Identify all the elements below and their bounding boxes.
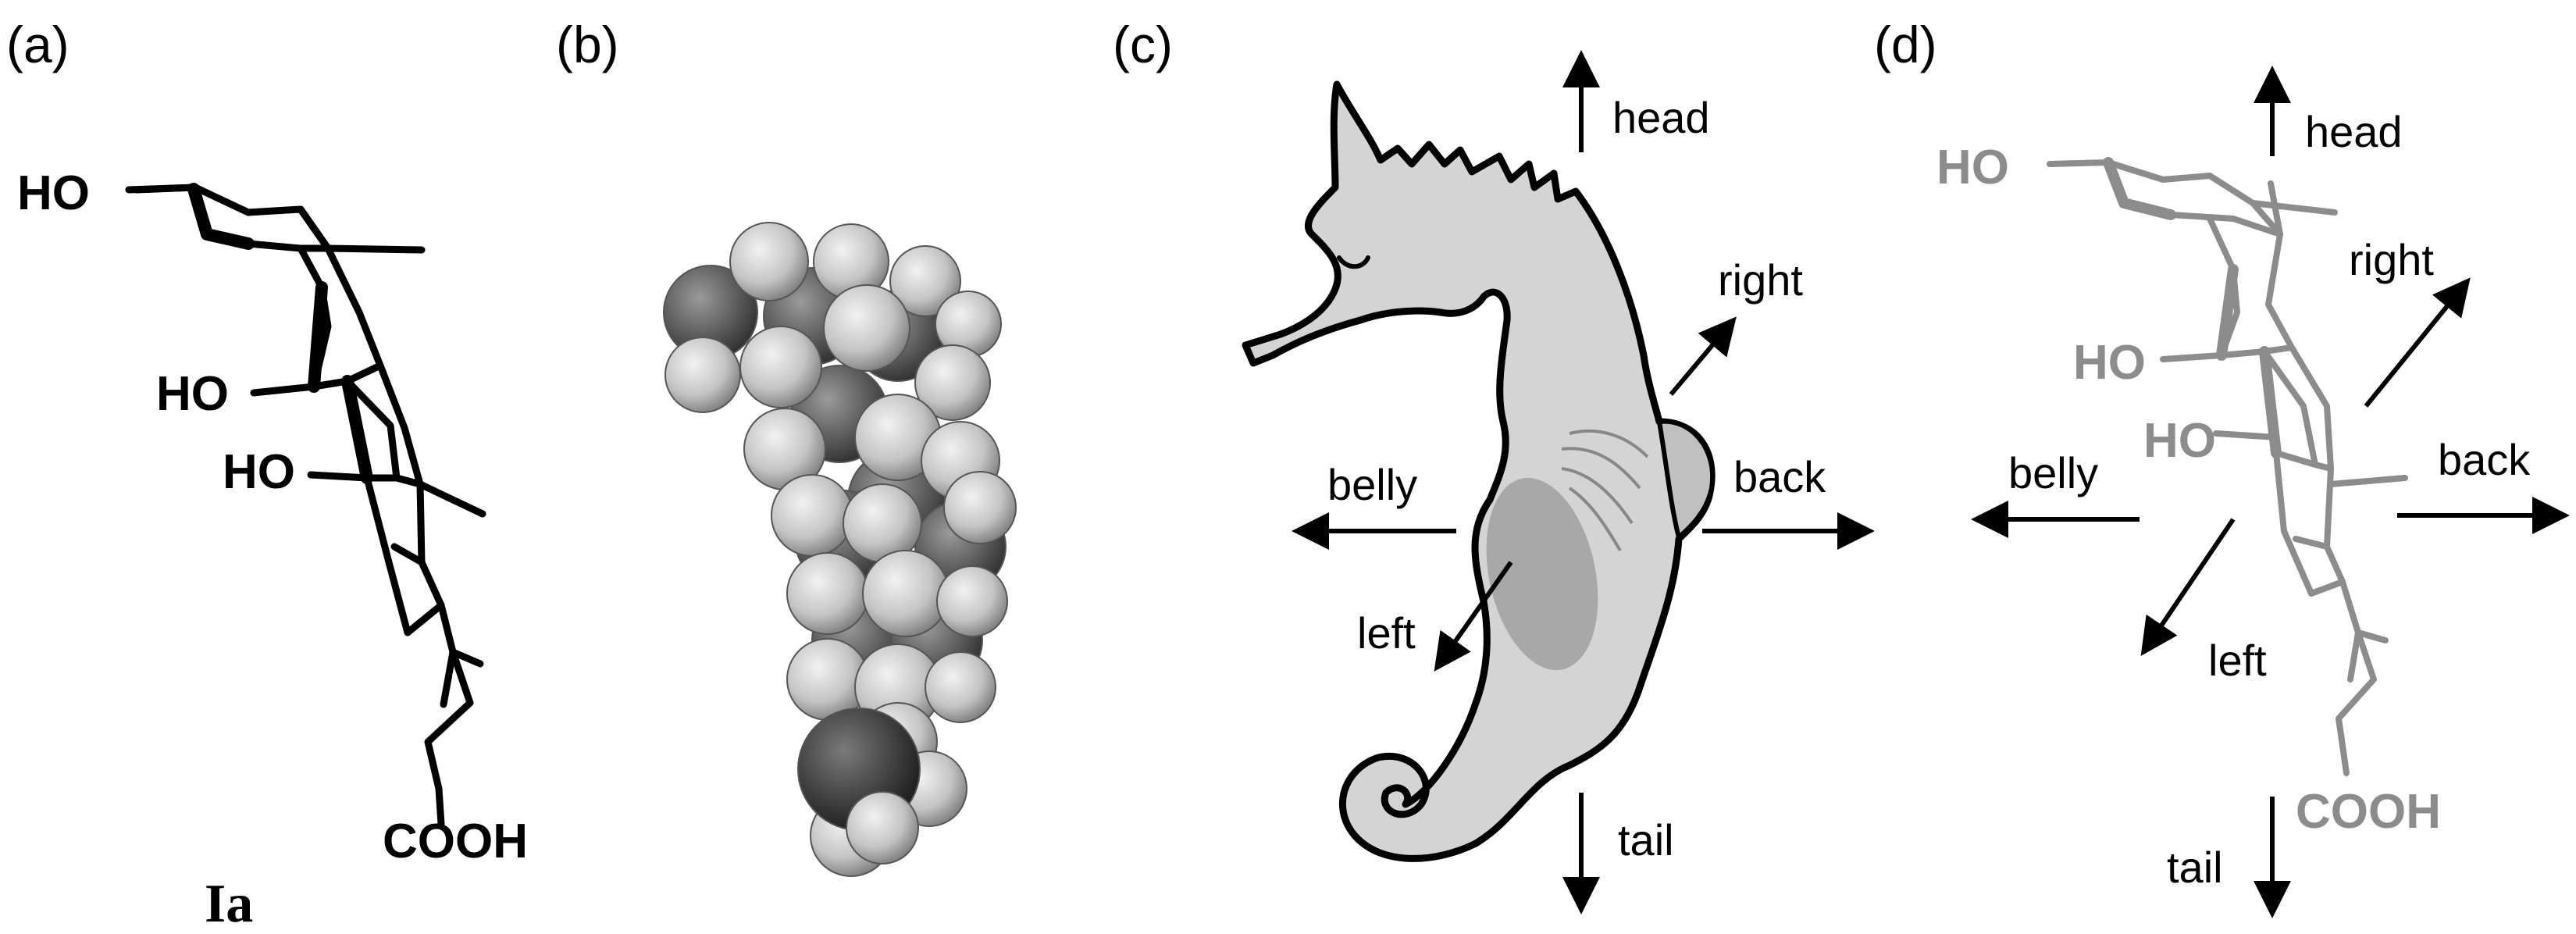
seahorse-belly-shade [1486,477,1598,671]
label-right: right [2349,235,2434,284]
hydroxyl-label: HO [223,445,295,499]
label-left: left [2208,636,2267,685]
steroid-skeleton-a [125,183,486,828]
panel-b-label: (b) [556,16,619,73]
seahorse-eye [1337,255,1370,269]
compound-label: Ia [205,874,253,934]
panel-c: (c) head right belly back left ta [1113,16,1875,914]
hydroxyl-label: HO [2143,414,2216,468]
seahorse-body [1242,80,1716,862]
panel-d: (d) HO HO HO COOH [1874,16,2570,918]
panel-d-label: (d) [1874,16,1937,73]
panel-c-label: (c) [1113,16,1173,73]
panel-a: (a) [6,16,528,934]
direction-arrows-d [1971,66,2570,918]
direction-arrows-c [1292,50,1875,914]
label-head: head [1612,93,1710,142]
hydroxyl-label: HO [2073,336,2146,390]
label-back: back [2438,435,2531,484]
label-tail: tail [1618,815,1674,864]
label-left: left [1357,608,1416,658]
hydroxyl-label: HO [156,367,229,421]
steroid-skeleton-d [2047,157,2408,776]
fin-stripes [1561,429,1649,552]
carboxyl-label: COOH [2296,785,2441,839]
label-head: head [2305,107,2403,156]
seahorse-illustration [1242,80,1716,862]
seahorse-fin [1656,419,1716,542]
space-filling-model [663,222,1017,877]
label-belly: belly [1327,460,1417,509]
hydroxyl-label: HO [1936,141,2009,194]
panel-a-label: (a) [6,16,69,73]
label-back: back [1733,452,1826,501]
label-belly: belly [2008,448,2098,497]
hydroxyl-label: HO [17,166,90,220]
label-tail: tail [2167,843,2223,892]
label-right: right [1718,255,1803,305]
panel-b: (b) [556,16,1017,877]
carboxyl-label: COOH [383,815,528,868]
